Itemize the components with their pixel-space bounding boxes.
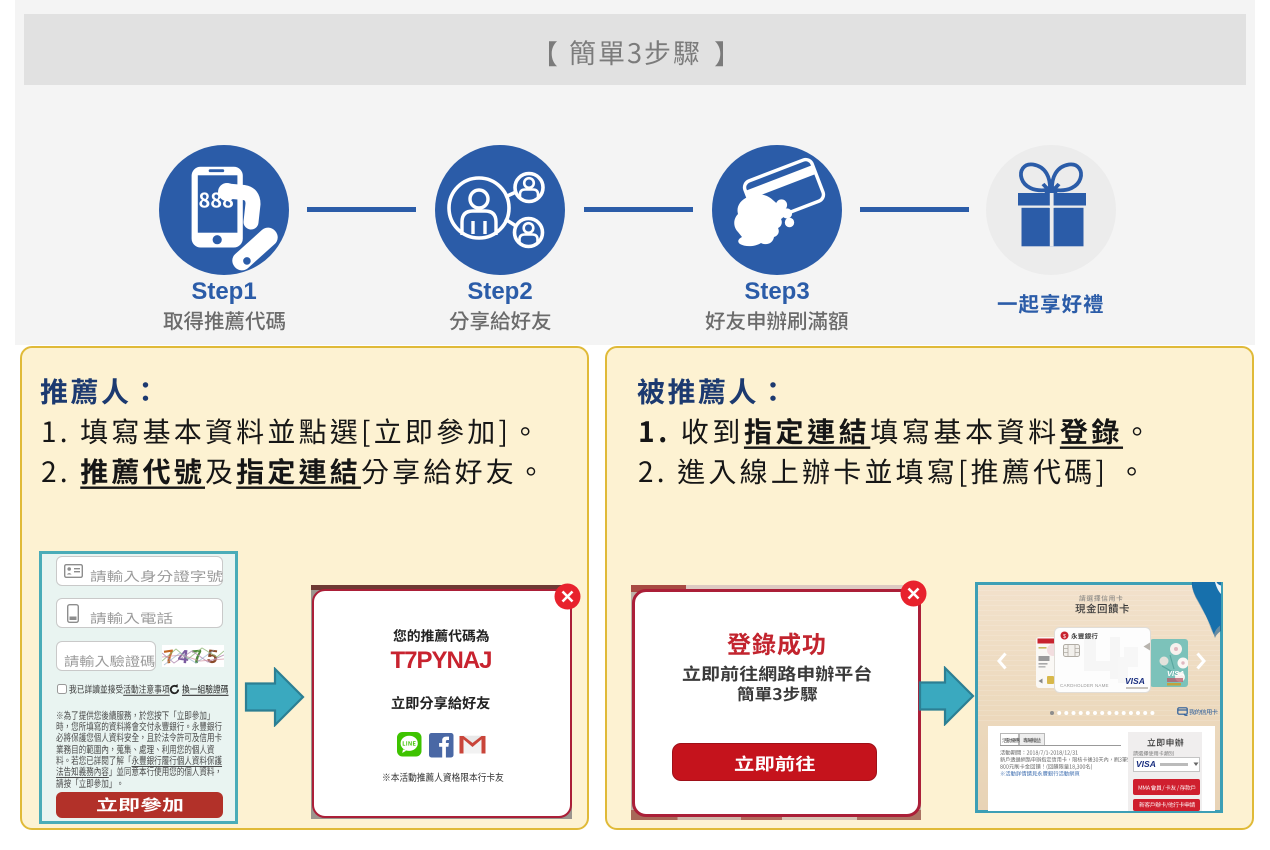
svg-text:$: $ <box>1063 634 1066 640</box>
svg-text:7: 7 <box>191 647 203 667</box>
svg-text:VISA: VISA <box>1167 669 1185 678</box>
